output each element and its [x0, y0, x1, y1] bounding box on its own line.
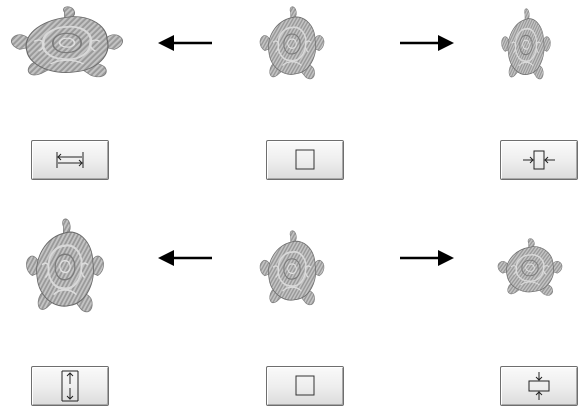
stretch-horizontal-button[interactable] — [31, 140, 109, 180]
vertical-compress-icon — [528, 372, 550, 400]
reset-size-button[interactable] — [266, 140, 344, 180]
embroidery-rose-wider — [10, 6, 124, 79]
horizontal-compress-icon — [523, 150, 555, 170]
arrow-right-icon — [400, 35, 454, 51]
horizontal-stretch-icon — [56, 152, 84, 168]
arrow-left-icon — [158, 250, 212, 266]
stretch-vertical-button[interactable] — [31, 366, 109, 406]
embroidery-rose-original — [259, 230, 325, 306]
shrink-horizontal-button[interactable] — [500, 140, 578, 180]
embroidery-rose-original — [259, 6, 325, 80]
embroidery-rose-shorter — [497, 238, 563, 297]
square-icon — [295, 149, 315, 170]
arrow-right-icon — [400, 250, 454, 266]
shrink-vertical-button[interactable] — [500, 366, 578, 406]
embroidery-rose-taller — [25, 218, 105, 314]
arrow-left-icon — [158, 35, 212, 51]
vertical-stretch-icon — [61, 370, 79, 402]
square-icon — [295, 375, 315, 396]
reset-size-button[interactable] — [266, 366, 344, 406]
embroidery-rose-narrower — [500, 8, 552, 80]
